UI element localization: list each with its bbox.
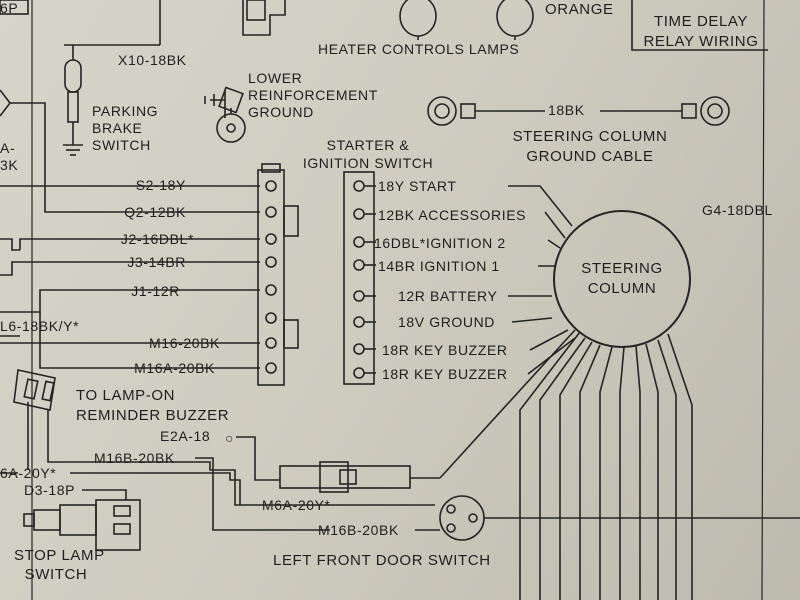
- switch-terminal-3: [353, 236, 365, 248]
- door-switch-symbol: [415, 495, 800, 541]
- l6-label: L6-18BK/Y*: [0, 318, 80, 334]
- lower-reinforcement-ground-label: LOWER REINFORCEMENT GROUND: [248, 70, 378, 120]
- wire-label-s2: S2-18Y: [135, 177, 186, 193]
- switch-terminal-5: [353, 290, 365, 302]
- left-j2-stub: [0, 238, 20, 251]
- terminal-label-1: 18Y START: [378, 178, 457, 194]
- connector-pin-5: [265, 284, 277, 296]
- wire-label-j1: J1-12R: [131, 283, 180, 299]
- left-front-door-switch-label: LEFT FRONT DOOR SWITCH: [273, 552, 491, 569]
- connector-pin-3: [265, 233, 277, 245]
- terminal-label-2: 12BK ACCESSORIES: [378, 207, 527, 223]
- q2-wire: [10, 102, 190, 213]
- lamp-on-buzzer-connector: [13, 369, 435, 506]
- heater-lamps-label: HEATER CONTROLS LAMPS: [318, 41, 520, 57]
- terminal-label-5: 12R BATTERY: [398, 288, 498, 304]
- ground-cable-wire-label: 18BK: [548, 102, 585, 118]
- stop-lamp-switch-symbol: [0, 472, 141, 551]
- left-connector: [257, 163, 299, 386]
- m16b-label: M16B-20BK: [94, 450, 175, 466]
- top-left-fragment: 6P: [0, 0, 19, 16]
- m16b-door-label: M16B-20BK: [318, 522, 399, 538]
- e2a-wire: [236, 436, 280, 481]
- time-delay-label: TIME DELAY RELAY WIRING: [643, 13, 759, 50]
- top-left-box: [0, 0, 29, 15]
- terminal-label-3: 16DBL*IGNITION 2: [374, 235, 506, 251]
- x10-label: X10-18BK: [118, 52, 187, 68]
- steering-column-circle: [553, 210, 691, 348]
- j1-wire: [0, 289, 260, 313]
- wire-label-m16a: M16A-20BK: [134, 360, 215, 376]
- m16b-wire: [195, 457, 330, 531]
- steering-column-label: STEERING COLUMN: [581, 260, 663, 297]
- inline-bullet-connector: [279, 461, 440, 493]
- e2a-terminal-circle: ○: [225, 430, 235, 446]
- m6a-label: M6A-20Y*: [262, 497, 331, 513]
- switch-terminal-8: [353, 367, 365, 379]
- g4-label: G4-18DBL: [702, 202, 773, 218]
- orange-label: ORANGE: [545, 1, 614, 18]
- switch-terminal-7: [353, 343, 365, 355]
- lower-reinforcement-ground-symbol: [204, 86, 246, 143]
- steering-column-ground-cable-label: STEERING COLUMN GROUND CABLE: [512, 128, 668, 165]
- stop-lamp-switch-label: STOP LAMP SWITCH: [14, 547, 105, 583]
- terminal-label-4: 14BR IGNITION 1: [378, 258, 500, 274]
- connector-pin-7: [265, 337, 277, 349]
- heater-lamp-bulbs: [242, 0, 534, 40]
- j3-wire: [0, 261, 260, 276]
- lamp-on-buzzer-label: TO LAMP-ON REMINDER BUZZER: [76, 387, 230, 424]
- connector-pin-2: [265, 206, 277, 218]
- terminal-label-7: 18R KEY BUZZER: [382, 342, 508, 358]
- terminal-label-6: 18V GROUND: [398, 314, 496, 330]
- connector-pin-8: [265, 362, 277, 374]
- starter-ignition-switch-label: STARTER & IGNITION SWITCH: [302, 137, 434, 171]
- connector-pin-6: [265, 312, 277, 324]
- parking-brake-switch-label: PARKING BRAKE SWITCH: [92, 103, 159, 153]
- wire-label-q2: Q2-12BK: [124, 204, 186, 220]
- switch-terminal-2: [353, 208, 365, 220]
- wire-label-m16: M16-20BK: [149, 335, 220, 351]
- terminal-label-8: 18R KEY BUZZER: [382, 366, 508, 382]
- connector-pin-4: [265, 256, 277, 268]
- parking-brake-switch-symbol: [63, 45, 83, 156]
- wire-label-j3: J3-14BR: [127, 254, 186, 270]
- j2-wire: [19, 238, 260, 250]
- ignition-switch-connector: [343, 171, 375, 385]
- e2a-label: E2A-18: [160, 428, 211, 444]
- m16a-wire: [39, 312, 260, 369]
- left-diamond: [0, 89, 12, 117]
- steering-ground-cable: [427, 96, 730, 126]
- time-delay-box: [631, 0, 768, 51]
- switch-terminal-1: [353, 180, 365, 192]
- connector-pin-1: [265, 180, 277, 192]
- right-border-line: [761, 0, 765, 600]
- d3-label: D3-18P: [24, 482, 76, 498]
- steering-column-wire-bundle: [439, 329, 693, 600]
- switch-terminal-4: [353, 259, 365, 271]
- wire-label-j2: J2-16DBL*: [120, 231, 194, 247]
- m6a-left-label: 6A-20Y*: [0, 465, 57, 481]
- m6a-wire: [70, 472, 241, 505]
- left-fragment-label: A- 3K: [0, 140, 19, 173]
- switch-terminal-6: [353, 316, 365, 328]
